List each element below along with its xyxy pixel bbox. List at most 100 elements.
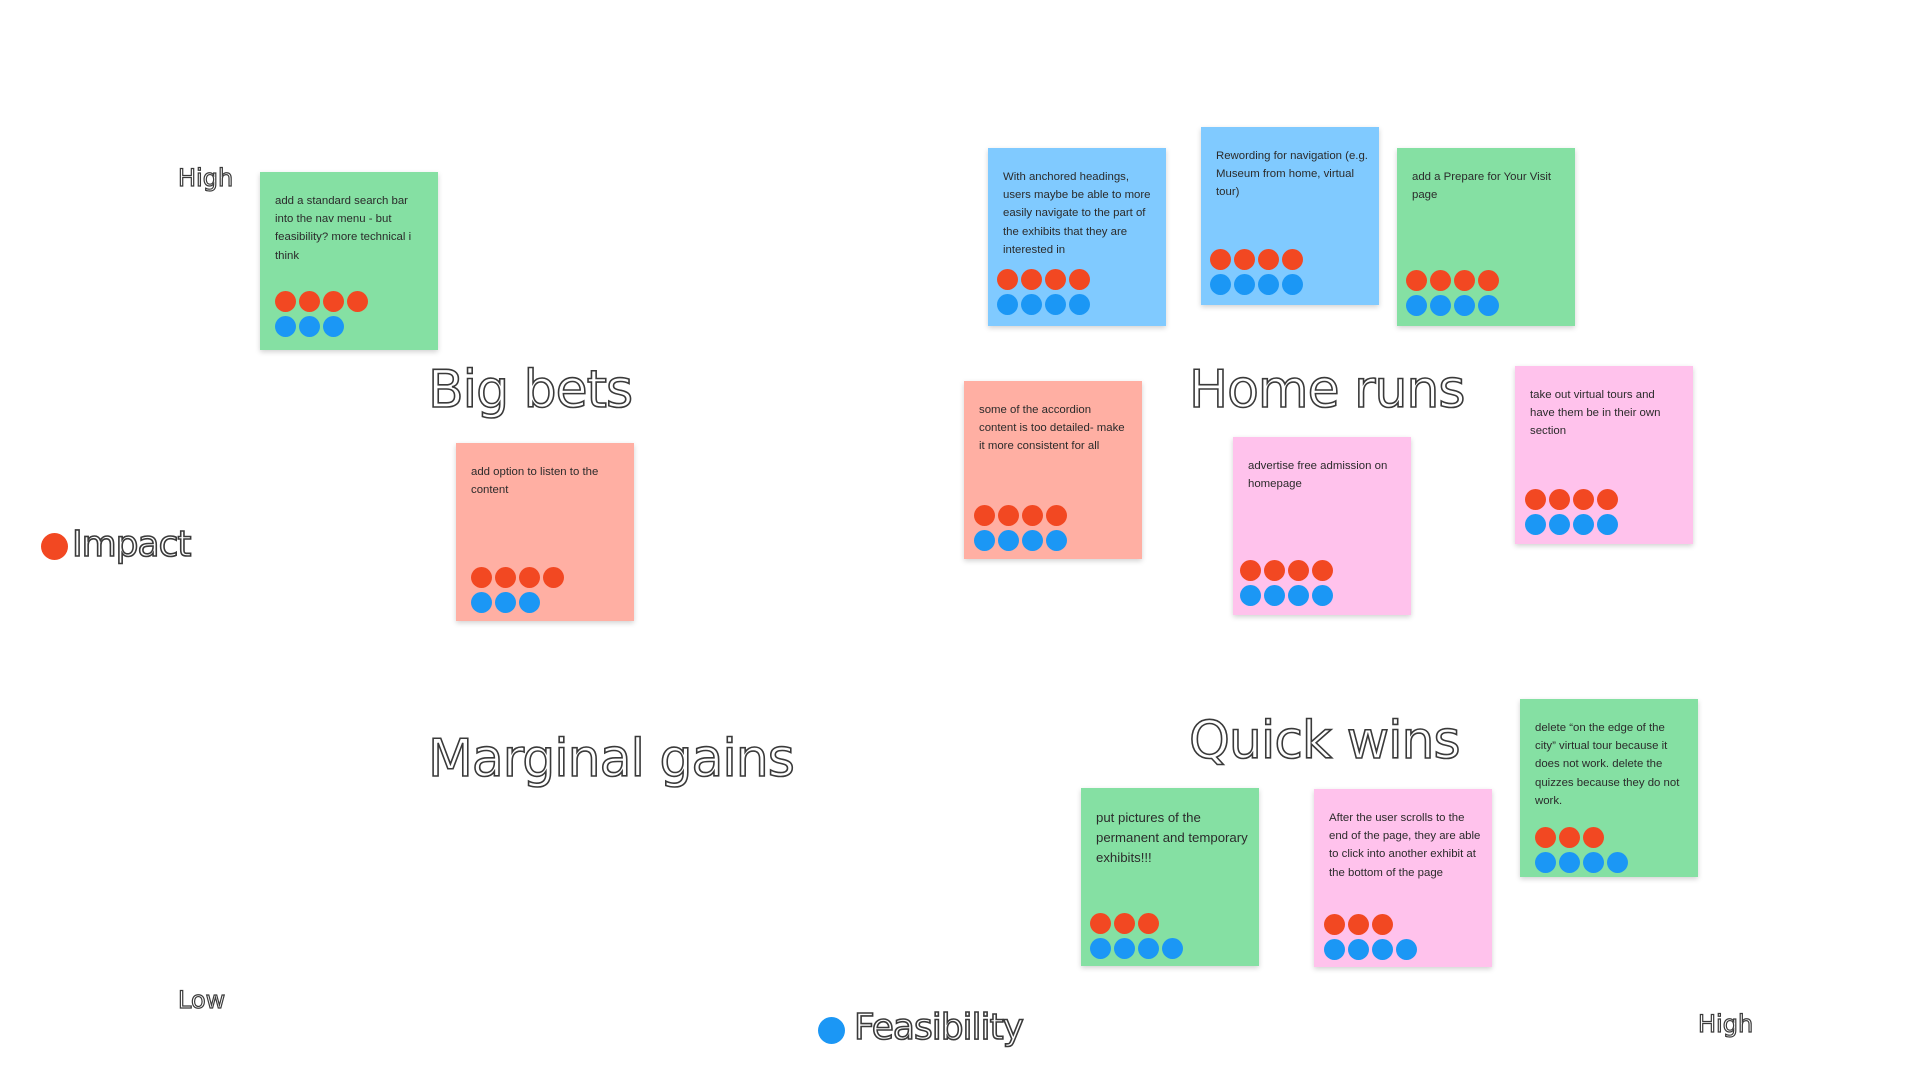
vote-dots — [1535, 827, 1628, 873]
sticky-note[interactable]: add a Prepare for Your Visit page — [1397, 148, 1575, 326]
feasibility-vote-dot-icon — [1282, 274, 1303, 295]
feasibility-vote-dot-icon — [1372, 939, 1393, 960]
feasibility-vote-dot-icon — [519, 592, 540, 613]
impact-vote-dot-icon — [1282, 249, 1303, 270]
feasibility-vote-dot-icon — [323, 316, 344, 337]
feasibility-vote-dot-icon — [275, 316, 296, 337]
feasibility-vote-dot-icon — [1090, 938, 1111, 959]
vote-dots — [1525, 489, 1618, 535]
impact-vote-dot-icon — [275, 291, 296, 312]
impact-vote-row — [1324, 914, 1417, 935]
impact-vote-dot-icon — [1372, 914, 1393, 935]
sticky-note-text: With anchored headings, users maybe be a… — [1003, 171, 1151, 256]
feasibility-vote-dot-icon — [974, 530, 995, 551]
sticky-note-text: delete “on the edge of the city” virtual… — [1535, 722, 1680, 807]
impact-vote-dot-icon — [1478, 270, 1499, 291]
impact-vote-dot-icon — [1021, 269, 1042, 290]
feasibility-vote-row — [1535, 852, 1628, 873]
impact-vote-dot-icon — [997, 269, 1018, 290]
impact-vote-dot-icon — [1583, 827, 1604, 848]
sticky-note[interactable]: take out virtual tours and have them be … — [1515, 366, 1693, 544]
feasibility-vote-row — [974, 530, 1067, 551]
impact-vote-row — [974, 505, 1067, 526]
feasibility-vote-row — [275, 316, 368, 337]
impact-vote-row — [471, 567, 564, 588]
impact-vote-dot-icon — [1312, 560, 1333, 581]
vote-dots — [1240, 560, 1333, 606]
feasibility-vote-dot-icon — [1535, 852, 1556, 873]
impact-vote-dot-icon — [1535, 827, 1556, 848]
impact-vote-dot-icon — [1573, 489, 1594, 510]
feasibility-vote-dot-icon — [1597, 514, 1618, 535]
sticky-note[interactable]: put pictures of the permanent and tempor… — [1081, 788, 1259, 966]
sticky-note-text: Rewording for navigation (e.g. Museum fr… — [1216, 150, 1368, 199]
vote-dots — [997, 269, 1090, 315]
quadrant-home-runs: Home runs — [1188, 359, 1466, 421]
feasibility-vote-dot-icon — [1549, 514, 1570, 535]
impact-vote-dot-icon — [1210, 249, 1231, 270]
impact-vote-dot-icon — [1114, 913, 1135, 934]
impact-vote-row — [1090, 913, 1183, 934]
sticky-note[interactable]: advertise free admission on homepage — [1233, 437, 1411, 615]
feasibility-vote-dot-icon — [998, 530, 1019, 551]
feasibility-vote-dot-icon — [1583, 852, 1604, 873]
feasibility-vote-row — [1090, 938, 1183, 959]
vote-dots — [974, 505, 1067, 551]
feasibility-vote-dot-icon — [1312, 585, 1333, 606]
vote-dots — [1090, 913, 1183, 959]
impact-vote-dot-icon — [1454, 270, 1475, 291]
feasibility-vote-dot-icon — [1559, 852, 1580, 873]
sticky-note[interactable]: delete “on the edge of the city” virtual… — [1520, 699, 1698, 877]
impact-vote-dot-icon — [1046, 505, 1067, 526]
impact-vote-dot-icon — [1348, 914, 1369, 935]
vote-dots — [471, 567, 564, 613]
impact-vote-dot-icon — [974, 505, 995, 526]
impact-vote-row — [1406, 270, 1499, 291]
impact-vote-dot-icon — [1240, 560, 1261, 581]
impact-vote-dot-icon — [323, 291, 344, 312]
feasibility-vote-dot-icon — [1258, 274, 1279, 295]
sticky-note-text: take out virtual tours and have them be … — [1530, 389, 1661, 438]
impact-vote-dot-icon — [1525, 489, 1546, 510]
impact-vote-dot-icon — [347, 291, 368, 312]
quadrant-marginal-gains: Marginal gains — [427, 728, 795, 790]
sticky-note[interactable]: After the user scrolls to the end of the… — [1314, 789, 1492, 967]
feasibility-vote-dot-icon — [1430, 295, 1451, 316]
feasibility-vote-dot-icon — [1162, 938, 1183, 959]
sticky-note[interactable]: some of the accordion content is too det… — [964, 381, 1142, 559]
feasibility-vote-dot-icon — [1288, 585, 1309, 606]
impact-vote-dot-icon — [1264, 560, 1285, 581]
feasibility-vote-dot-icon — [1454, 295, 1475, 316]
impact-vote-dot-icon — [1597, 489, 1618, 510]
impact-vote-row — [1535, 827, 1628, 848]
feasibility-vote-dot-icon — [1406, 295, 1427, 316]
feasibility-vote-dot-icon — [1607, 852, 1628, 873]
impact-vote-dot-icon — [1258, 249, 1279, 270]
sticky-note-text: add a standard search bar into the nav m… — [275, 195, 412, 262]
feasibility-vote-row — [1525, 514, 1618, 535]
impact-vote-dot-icon — [998, 505, 1019, 526]
vote-dots — [1324, 914, 1417, 960]
feasibility-vote-dot-icon — [1022, 530, 1043, 551]
impact-vote-dot-icon — [1022, 505, 1043, 526]
vote-dots — [275, 291, 368, 337]
feasibility-vote-dot-icon — [1525, 514, 1546, 535]
impact-vote-dot-icon — [1090, 913, 1111, 934]
feasibility-vote-dot-icon — [1210, 274, 1231, 295]
sticky-note[interactable]: With anchored headings, users maybe be a… — [988, 148, 1166, 326]
feasibility-vote-dot-icon — [299, 316, 320, 337]
sticky-note[interactable]: Rewording for navigation (e.g. Museum fr… — [1201, 127, 1379, 305]
feasibility-vote-dot-icon — [1264, 585, 1285, 606]
feasibility-vote-dot-icon — [471, 592, 492, 613]
feasibility-vote-row — [1210, 274, 1303, 295]
sticky-note[interactable]: add option to listen to the content — [456, 443, 634, 621]
impact-vote-dot-icon — [1045, 269, 1066, 290]
feasibility-vote-row — [1324, 939, 1417, 960]
vote-dots — [1210, 249, 1303, 295]
feasibility-vote-dot-icon — [1114, 938, 1135, 959]
y-axis-high-label: High — [177, 163, 234, 192]
feasibility-vote-dot-icon — [495, 592, 516, 613]
sticky-note[interactable]: add a standard search bar into the nav m… — [260, 172, 438, 350]
impact-vote-dot-icon — [1069, 269, 1090, 290]
feasibility-vote-dot-icon — [1396, 939, 1417, 960]
